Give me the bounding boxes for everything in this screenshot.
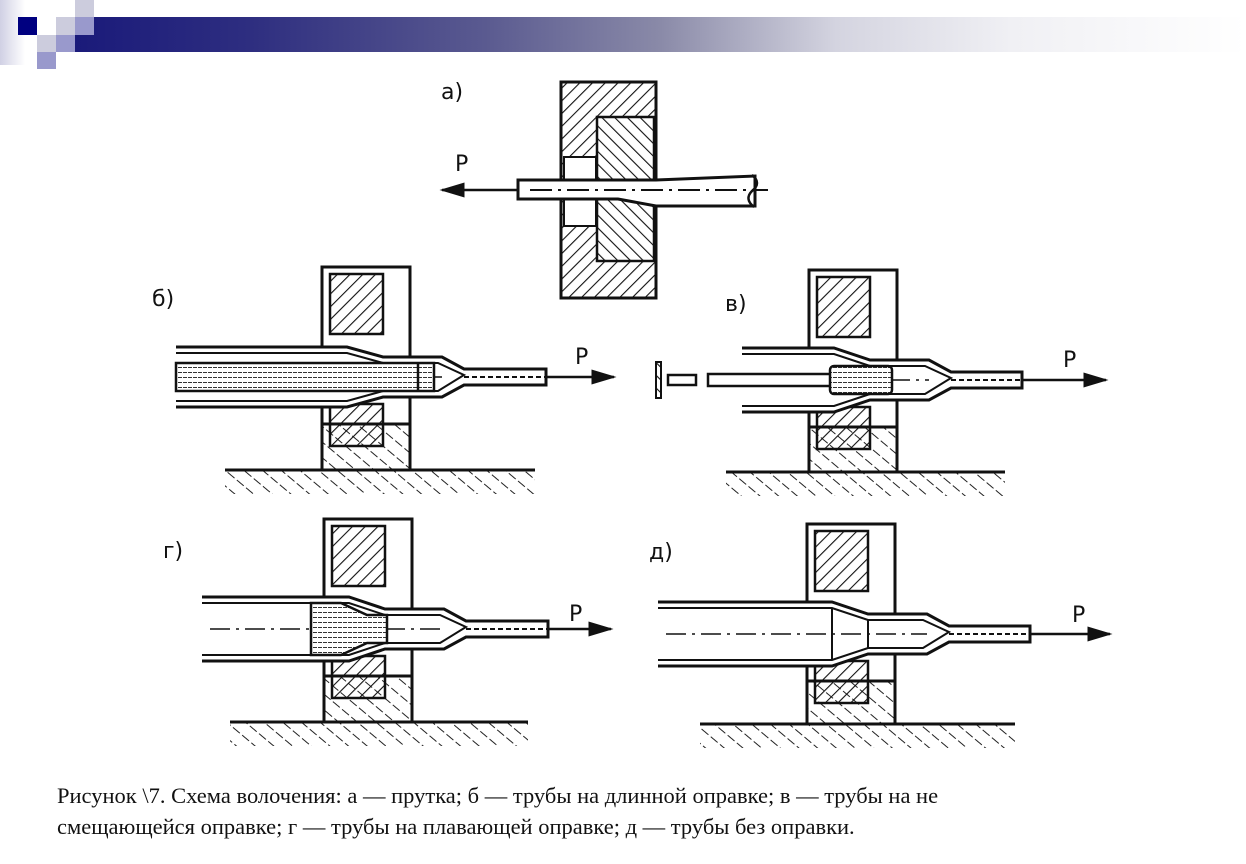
wall-anchor bbox=[655, 361, 662, 399]
panel-g-force-label: P bbox=[569, 602, 582, 627]
panel-v-label: в) bbox=[725, 292, 747, 317]
decor-square bbox=[37, 52, 56, 69]
decor-square bbox=[75, 17, 94, 35]
figure-caption: Рисунок \7. Схема волочения: а — прутка;… bbox=[57, 780, 1217, 842]
tube-inner-wall bbox=[742, 353, 954, 407]
panel-a-force-label: P bbox=[455, 152, 468, 177]
die-top bbox=[328, 272, 385, 336]
floating-mandrel bbox=[309, 601, 389, 657]
fixed-mandrel bbox=[828, 364, 894, 396]
decor-square bbox=[18, 17, 37, 35]
ground-hatch bbox=[225, 470, 535, 494]
header-gradient-bar bbox=[75, 17, 1246, 52]
decor-square bbox=[37, 35, 56, 52]
panel-a-label: а) bbox=[441, 80, 463, 105]
tube-inner-wall bbox=[176, 352, 467, 402]
decor-square bbox=[56, 35, 75, 52]
panel-d bbox=[658, 522, 1113, 748]
panel-v-force-label: P bbox=[1063, 348, 1076, 373]
panel-g bbox=[202, 517, 614, 746]
mandrel-anchor-rod bbox=[666, 373, 698, 387]
rod bbox=[516, 174, 757, 208]
tube-inner-wall bbox=[658, 607, 952, 661]
caption-line-1: Рисунок \7. Схема волочения: а — прутка;… bbox=[57, 783, 939, 808]
panel-b bbox=[174, 265, 617, 494]
panel-v bbox=[655, 268, 1109, 496]
die-bottom bbox=[815, 405, 872, 451]
decor-square bbox=[56, 17, 75, 35]
caption-line-2: смещающейся оправке; г — трубы на плаваю… bbox=[57, 814, 855, 839]
panel-d-force-label: P bbox=[1072, 603, 1085, 628]
die-top bbox=[813, 529, 870, 593]
panel-b-label: б) bbox=[152, 287, 174, 312]
panel-d-label: д) bbox=[649, 540, 673, 565]
die-bottom bbox=[330, 654, 387, 700]
die-top bbox=[330, 524, 387, 588]
die-bottom bbox=[328, 402, 385, 448]
die-bottom bbox=[813, 659, 870, 705]
mandrel-rod bbox=[706, 372, 836, 388]
panel-g-label: г) bbox=[163, 539, 183, 564]
long-mandrel bbox=[174, 361, 436, 393]
tube-inner-wall bbox=[202, 602, 469, 656]
ground-hatch bbox=[726, 472, 1005, 496]
tube-panels bbox=[174, 265, 1113, 748]
panel-b-force-label: P bbox=[575, 345, 588, 370]
decor-square bbox=[75, 0, 94, 17]
ground-hatch bbox=[700, 724, 1015, 748]
die-top bbox=[815, 275, 872, 339]
panel-a: а) P bbox=[439, 80, 768, 300]
ground-hatch bbox=[230, 722, 528, 746]
